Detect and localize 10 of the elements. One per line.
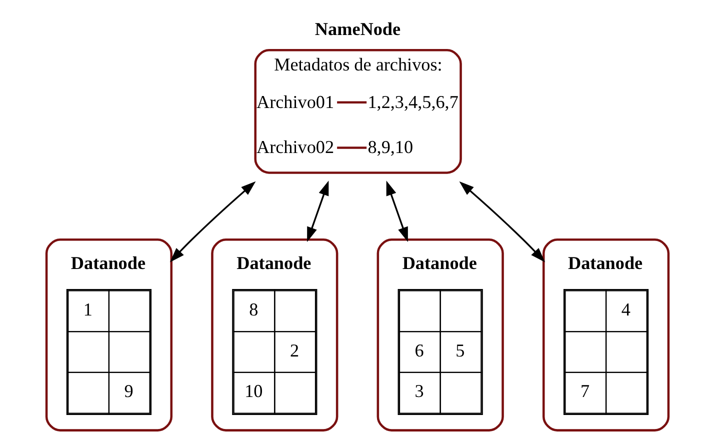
node-label: NameNode <box>314 19 401 40</box>
node-box: Datanode 4 7 <box>542 238 670 432</box>
node-box: Datanode 1 9 <box>45 238 173 432</box>
arrow <box>386 180 408 242</box>
arrow <box>459 181 546 262</box>
node-box: Metadatos de archivos: Archivo01 1,2,3,4,5,6,7 Archivo02 8,9,10 <box>254 49 462 174</box>
node-box: Datanode 6 5 3 <box>376 238 504 432</box>
arrow <box>307 180 329 242</box>
node-box: Datanode 8 2 10 <box>211 238 338 432</box>
arrow <box>170 181 256 262</box>
